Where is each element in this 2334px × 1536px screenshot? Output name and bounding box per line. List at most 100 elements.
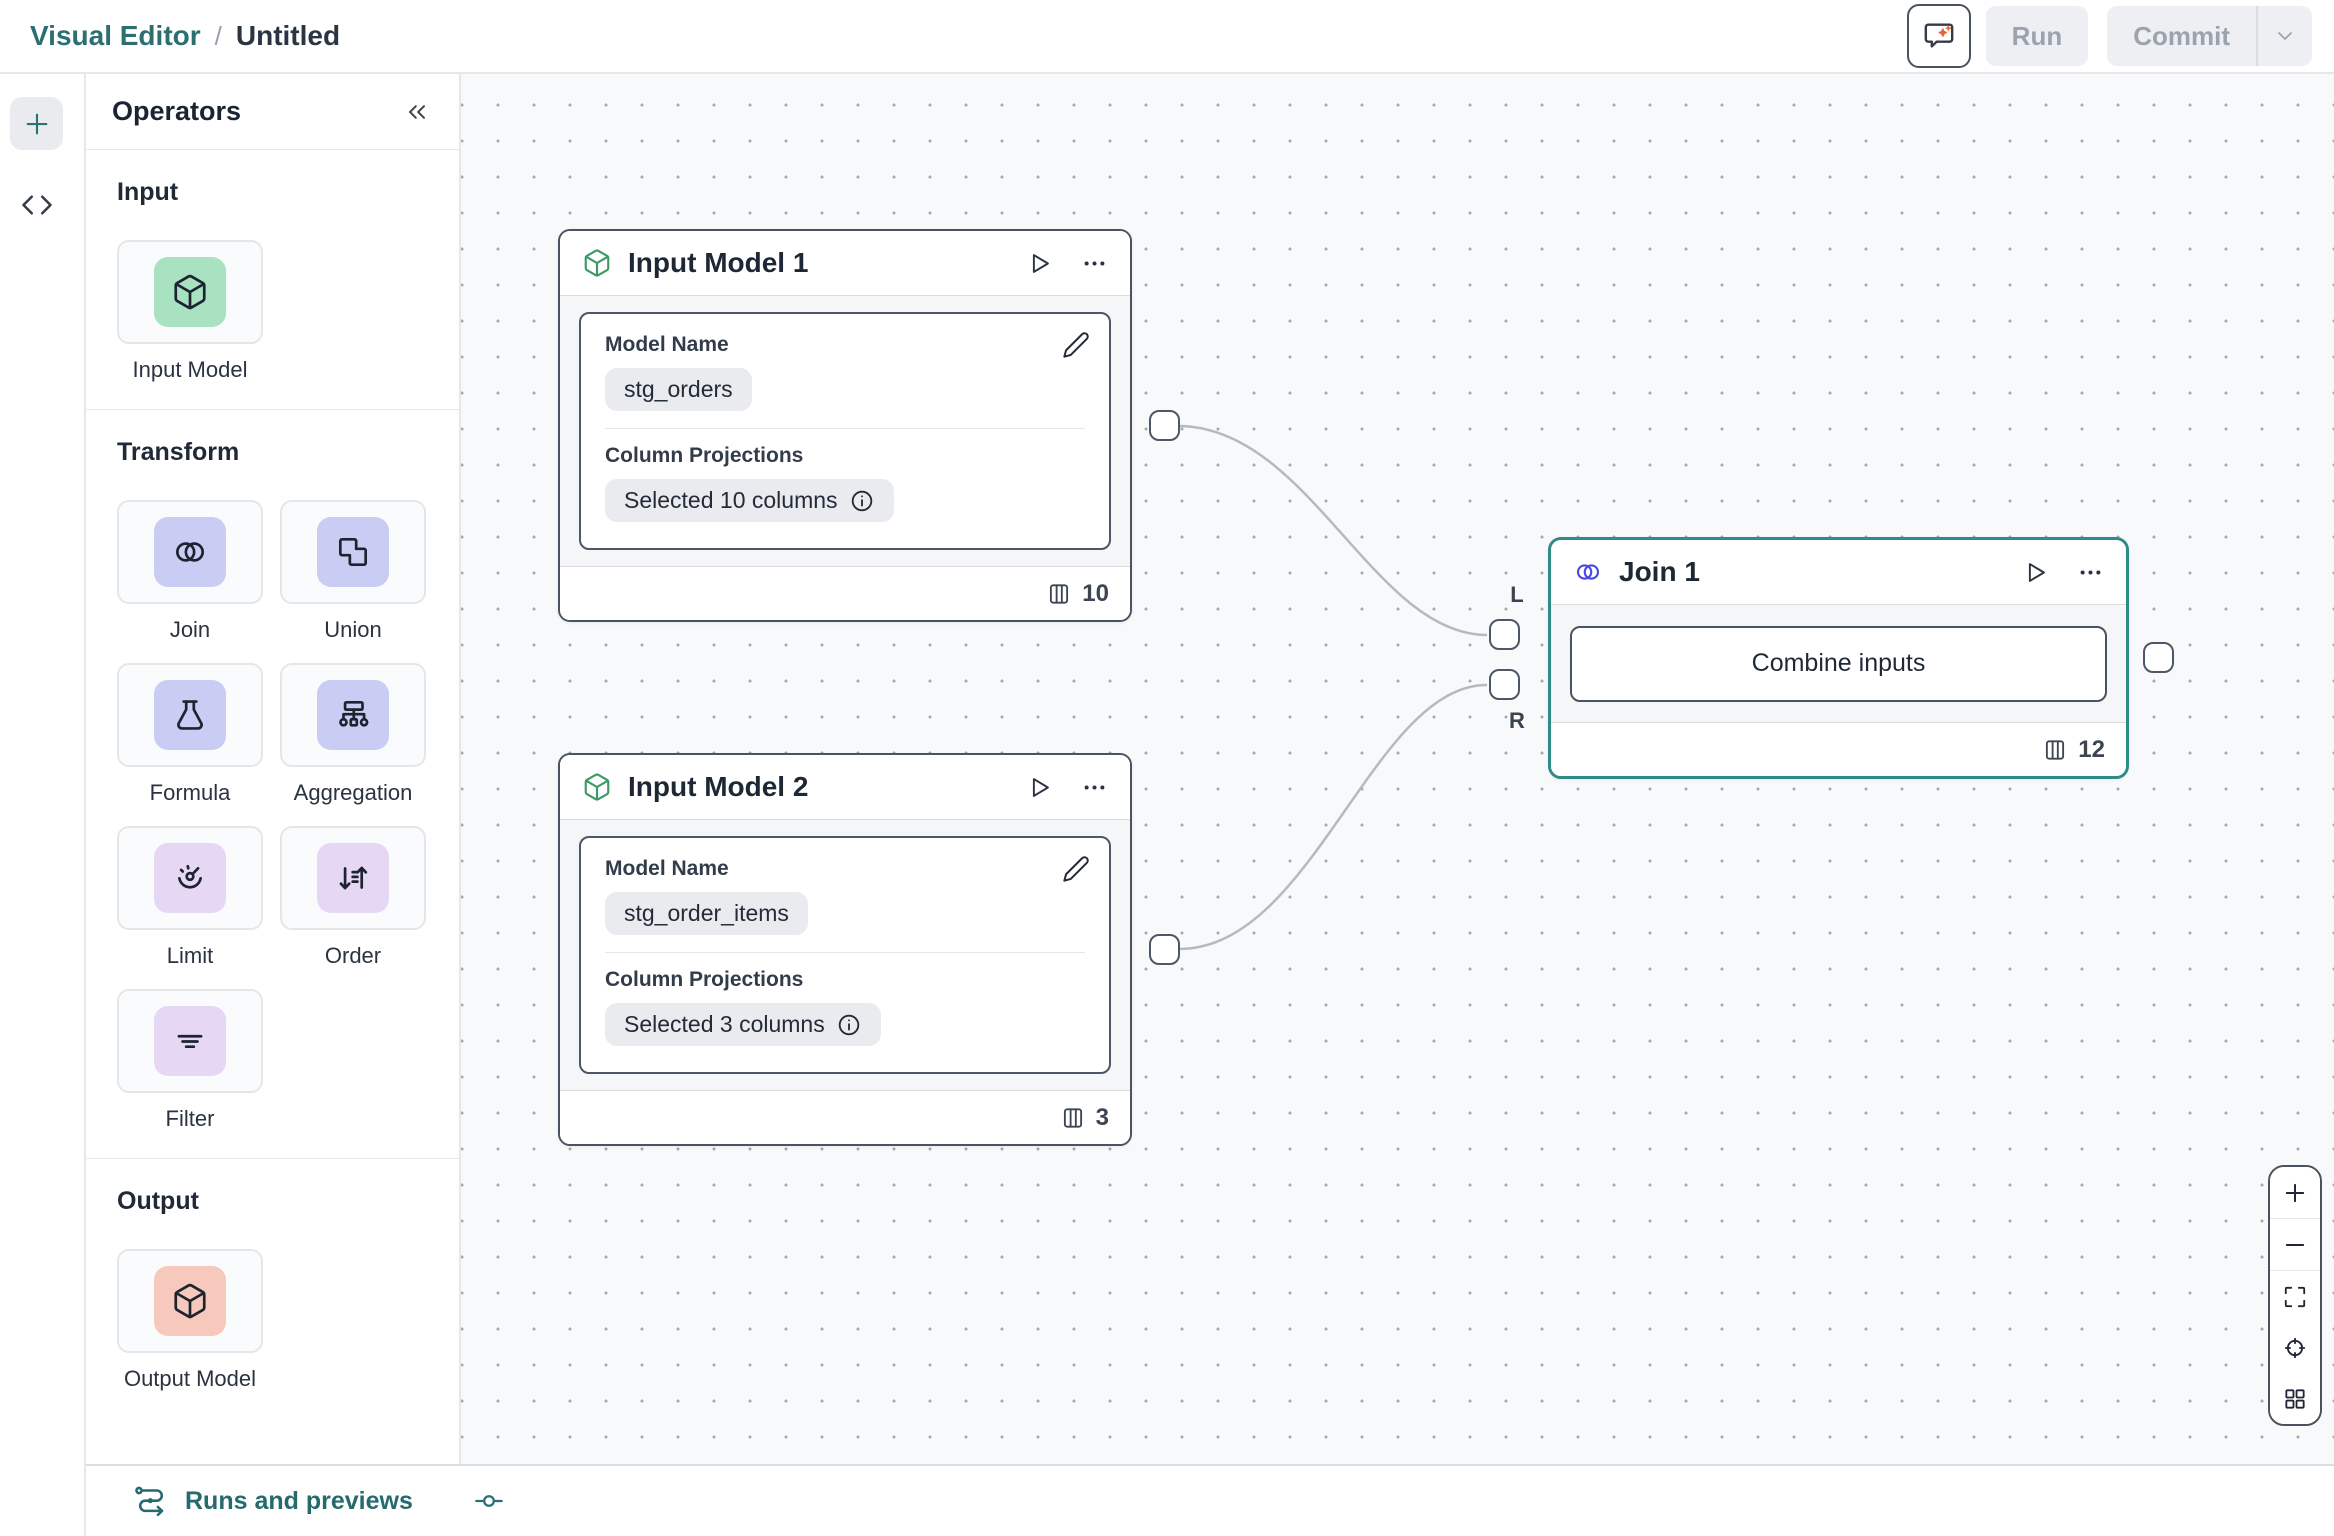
section-input: Input Input Model (86, 150, 459, 410)
node-header[interactable]: Input Model 2 (560, 755, 1130, 819)
columns-icon (1060, 1105, 1086, 1131)
pill-text: Selected 3 columns (624, 1011, 825, 1037)
operator-aggregation[interactable]: Aggregation (280, 663, 426, 806)
gauge-icon (171, 859, 209, 897)
runs-and-previews-label: Runs and previews (185, 1486, 413, 1515)
breadcrumb-separator: / (214, 21, 222, 51)
commit-button[interactable]: Commit (2133, 20, 2230, 51)
bottom-bar: Runs and previews (86, 1464, 2334, 1536)
section-output-label: Output (117, 1187, 199, 1215)
left-rail (0, 74, 86, 1536)
operator-order[interactable]: Order (280, 826, 426, 969)
minimap-button[interactable] (2270, 1373, 2320, 1424)
node-menu-button[interactable] (1081, 774, 1108, 801)
run-node-button[interactable] (2022, 559, 2049, 586)
operator-input-model[interactable]: Input Model (117, 240, 263, 383)
zoom-out-button[interactable] (2270, 1219, 2320, 1270)
column-count: 10 (1082, 579, 1109, 607)
node-input-model-1[interactable]: Input Model 1 Model Name stg_orders (558, 229, 1132, 622)
section-input-label: Input (117, 178, 179, 206)
port-output-input-model-2[interactable] (1149, 934, 1180, 965)
operator-label: Aggregation (293, 780, 413, 805)
info-icon[interactable] (836, 1012, 862, 1038)
operator-label: Formula (149, 780, 231, 805)
canvas-zoom-toolbar (2268, 1165, 2322, 1426)
node-title: Join 1 (1619, 556, 1700, 587)
operator-label: Output Model (123, 1366, 257, 1391)
zoom-in-button[interactable] (2270, 1167, 2320, 1218)
breadcrumb-app-link[interactable]: Visual Editor (30, 20, 201, 51)
edit-pencil-icon[interactable] (1062, 855, 1090, 883)
node-input-model-2[interactable]: Input Model 2 Model Name stg_order_items (558, 753, 1132, 1146)
breadcrumb: Visual Editor / Untitled (30, 20, 340, 52)
node-title: Input Model 1 (628, 247, 809, 278)
pill-text: stg_orders (624, 376, 733, 402)
node-header[interactable]: Input Model 1 (560, 231, 1130, 295)
code-view-button[interactable] (12, 180, 62, 230)
join-circles-icon (171, 533, 209, 571)
pill-text: stg_order_items (624, 900, 789, 926)
node-header[interactable]: Join 1 (1551, 540, 2126, 604)
commit-menu-button[interactable] (2258, 6, 2312, 66)
node-title: Input Model 2 (628, 771, 809, 802)
operator-label: Union (324, 617, 382, 642)
combine-inputs-button[interactable]: Combine inputs (1570, 625, 2107, 702)
hierarchy-icon (334, 696, 372, 734)
model-name-value[interactable]: stg_order_items (605, 892, 808, 935)
model-name-value[interactable]: stg_orders (605, 368, 752, 411)
port-join-right-input[interactable] (1489, 669, 1520, 700)
run-node-button[interactable] (1026, 774, 1053, 801)
node-body: Model Name stg_orders Column Projections… (560, 295, 1130, 567)
info-icon[interactable] (849, 488, 875, 514)
operator-output-model[interactable]: Output Model (117, 1249, 263, 1392)
operators-panel-header: Operators (86, 74, 459, 150)
node-menu-button[interactable] (1081, 250, 1108, 277)
ai-assistant-button[interactable] (1906, 4, 1971, 68)
ellipsis-icon (1081, 250, 1108, 277)
flow-canvas[interactable]: Input Model 1 Model Name stg_orders (461, 74, 2334, 1464)
cube-icon (171, 1282, 209, 1320)
collapse-panel-button[interactable] (403, 98, 431, 126)
sort-arrows-icon (334, 859, 372, 897)
node-join-1[interactable]: Join 1 Combine inputs 12 (1548, 537, 2129, 779)
commit-node-icon[interactable] (473, 1485, 505, 1517)
node-footer: 12 (1551, 723, 2126, 776)
locate-button[interactable] (2270, 1322, 2320, 1373)
operator-formula[interactable]: Formula (117, 663, 263, 806)
node-body: Combine inputs (1551, 604, 2126, 723)
field-divider (605, 428, 1085, 429)
toolbar-divider (2270, 1270, 2320, 1271)
play-icon (1026, 774, 1053, 801)
operator-filter[interactable]: Filter (117, 989, 263, 1132)
edit-pencil-icon[interactable] (1062, 331, 1090, 359)
app-header: Visual Editor / Untitled Run Commit (0, 0, 2334, 74)
operator-label: Input Model (132, 357, 248, 382)
cube-icon (582, 772, 612, 802)
add-file-button[interactable] (10, 97, 63, 150)
grid-squares-icon (2282, 1386, 2308, 1412)
chat-sparkle-icon (1922, 19, 1956, 53)
port-join-left-input[interactable] (1489, 619, 1520, 650)
play-icon (1026, 250, 1053, 277)
operator-union[interactable]: Union (280, 500, 426, 643)
column-projections-label: Column Projections (605, 444, 804, 467)
port-join-output[interactable] (2143, 642, 2174, 673)
edge-input2-to-join-right (1178, 683, 1488, 951)
fit-view-button[interactable] (2270, 1271, 2320, 1322)
runs-and-previews-button[interactable]: Runs and previews (133, 1483, 413, 1519)
operators-panel: Operators Input (86, 74, 461, 1464)
operator-label: Limit (166, 943, 214, 968)
commit-button-divider (2256, 6, 2258, 66)
port-label-left: L (1510, 582, 1524, 607)
run-button[interactable]: Run (1985, 6, 2089, 66)
model-name-label: Model Name (605, 857, 729, 880)
port-output-input-model-1[interactable] (1149, 410, 1180, 441)
operator-label: Join (169, 617, 211, 642)
column-projections-value[interactable]: Selected 3 columns (605, 1003, 881, 1046)
node-menu-button[interactable] (2077, 559, 2104, 586)
run-node-button[interactable] (1026, 250, 1053, 277)
column-projections-value[interactable]: Selected 10 columns (605, 479, 894, 522)
operator-join[interactable]: Join (117, 500, 263, 643)
union-shapes-icon (334, 533, 372, 571)
operator-limit[interactable]: Limit (117, 826, 263, 969)
